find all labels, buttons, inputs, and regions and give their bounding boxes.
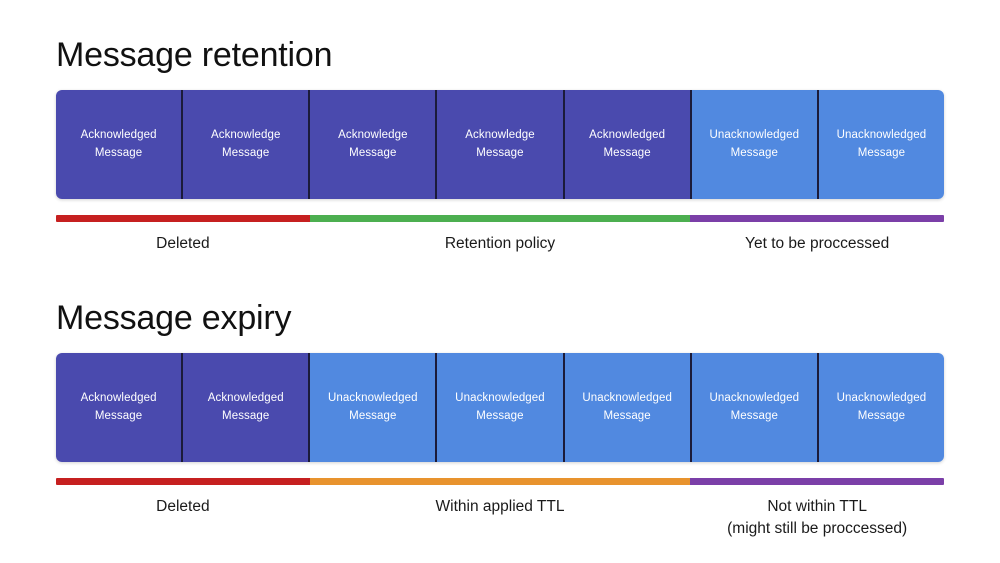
message-box-label-line2: Message bbox=[349, 146, 397, 159]
legend-label-not-within-ttl: Not within TTL (might still be proccessed… bbox=[690, 496, 944, 540]
legend-bar-segment-retention-policy bbox=[309, 215, 691, 222]
message-box-label-line2: Message bbox=[603, 146, 651, 159]
message-box-label-line2: Message bbox=[476, 409, 524, 422]
message-box-label-line2: Message bbox=[857, 409, 906, 422]
legend-label-line1: Not within TTL bbox=[767, 498, 867, 515]
legend-bar-segment-not-within-ttl bbox=[690, 478, 944, 485]
message-box-label-line2: Message bbox=[94, 409, 143, 422]
legend-bar-segment-within-ttl bbox=[309, 478, 691, 485]
message-box-label-line2: Message bbox=[730, 146, 778, 159]
message-box-label-line2: Message bbox=[857, 146, 906, 159]
legend-label-line2: (might still be proccessed) bbox=[727, 520, 908, 537]
legend-bar-expiry bbox=[56, 478, 944, 485]
message-box-label-line2: Message bbox=[730, 409, 778, 422]
legend-bar-retention bbox=[56, 215, 944, 222]
legend-label-retention-policy: Retention policy bbox=[310, 233, 691, 255]
message-box-label-line2: Message bbox=[222, 409, 270, 422]
legend-labels-retention: Deleted Retention policy Yet to be procces… bbox=[56, 233, 944, 255]
legend-label-deleted: Deleted bbox=[56, 496, 310, 540]
legend-labels-expiry: Deleted Within applied TTL Not within TTL (… bbox=[56, 496, 944, 540]
message-box-label-line2: Message bbox=[603, 409, 651, 422]
message-box-label-line2: Message bbox=[94, 146, 143, 159]
legend-label-within-ttl: Within applied TTL bbox=[310, 496, 691, 540]
legend-bar-segment-deleted bbox=[56, 478, 310, 485]
legend-bar-segment-deleted bbox=[56, 215, 310, 222]
message-box-label-line2: Message bbox=[222, 146, 270, 159]
legend-label-line1: Retention policy bbox=[444, 235, 556, 252]
legend-bar-segment-yet-to-be-processed bbox=[690, 215, 944, 222]
section-title-message-expiry: Message expiry bbox=[56, 299, 292, 337]
section-title-message-retention: Message retention bbox=[56, 36, 333, 74]
legend-label-line1: Yet to be proccessed bbox=[745, 235, 890, 252]
legend-label-line1: Within applied TTL bbox=[435, 498, 565, 515]
message-box-label-line2: Message bbox=[476, 146, 524, 159]
message-box-label-line2: Message bbox=[349, 409, 397, 422]
legend-label-yet-to-be-processed: Yet to be proccessed bbox=[690, 233, 944, 255]
legend-label-line1: Deleted bbox=[156, 235, 210, 252]
legend-label-deleted: Deleted bbox=[56, 233, 310, 255]
legend-label-line1: Deleted bbox=[156, 498, 210, 515]
